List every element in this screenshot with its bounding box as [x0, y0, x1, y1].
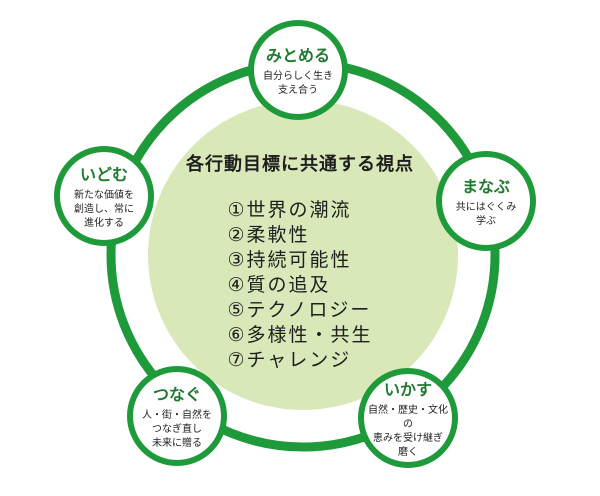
perspective-item: ①世界の潮流 [227, 199, 352, 221]
node-desc-line: 磨く [398, 447, 418, 458]
node-desc-line: つなぎ直し [152, 424, 202, 435]
node-desc: 自然・歴史・文化の 恵みを受け継ぎ 磨く [364, 404, 452, 460]
node-title: みとめる [265, 46, 330, 65]
center-title: 各行動目標に共通する視点 [186, 154, 414, 175]
node-desc: 自分らしく生き 支え合う [263, 70, 333, 98]
node-desc: 共にはぐくみ 学ぶ [456, 201, 516, 229]
node-title: いどむ [79, 165, 128, 184]
node-desc-line: 人・街・自然を [142, 410, 212, 421]
perspective-item: ⑤テクノロジー [227, 299, 372, 321]
node-title: まなぶ [461, 177, 510, 196]
node-desc-line: 共にはぐくみ [455, 202, 517, 213]
node-desc: 新たな価値を 創造し、常に 進化する [74, 189, 134, 231]
node-desc-line: 進化する [84, 218, 124, 229]
node-manabu: まなぶ 共にはぐくみ 学ぶ [436, 151, 536, 251]
perspective-item: ③持続可能性 [227, 249, 352, 271]
perspective-item: ④質の追及 [227, 274, 331, 296]
node-mitomeru: みとめる 自分らしく生き 支え合う [248, 20, 348, 120]
node-desc-line: 学ぶ [476, 216, 496, 227]
center-text: 各行動目標に共通する視点 ①世界の潮流 ②柔軟性 ③持続可能性 ④質の追及 ⑤テ… [160, 150, 440, 373]
node-desc-line: 未来に贈る [152, 438, 202, 449]
node-tsunagu: つなぐ 人・街・自然を つなぎ直し 未来に贈る [127, 366, 227, 466]
node-desc-line: 創造し、常に [74, 204, 134, 215]
node-desc: 人・街・自然を つなぎ直し 未来に贈る [142, 409, 212, 451]
node-desc-line: 自分らしく生き [263, 71, 333, 82]
node-desc-line: 恵みを受け継ぎ [373, 433, 443, 444]
node-idomu: いどむ 新たな価値を 創造し、常に 進化する [54, 146, 154, 246]
inner-disc [148, 100, 458, 410]
perspective-item: ②柔軟性 [227, 224, 310, 246]
node-ikasu: いかす 自然・歴史・文化の 恵みを受け継ぎ 磨く [358, 368, 458, 468]
perspective-item: ⑦チャレンジ [227, 349, 352, 371]
node-title: つなぐ [152, 385, 201, 404]
node-desc-line: 新たな価値を [74, 190, 134, 201]
perspective-item: ⑥多様性・共生 [227, 324, 373, 346]
perspective-list: ①世界の潮流 ②柔軟性 ③持続可能性 ④質の追及 ⑤テクノロジー ⑥多様性・共生… [227, 198, 372, 373]
node-desc-line: 支え合う [278, 85, 318, 96]
node-title: いかす [383, 380, 432, 399]
node-desc-line: 自然・歴史・文化の [368, 405, 448, 430]
